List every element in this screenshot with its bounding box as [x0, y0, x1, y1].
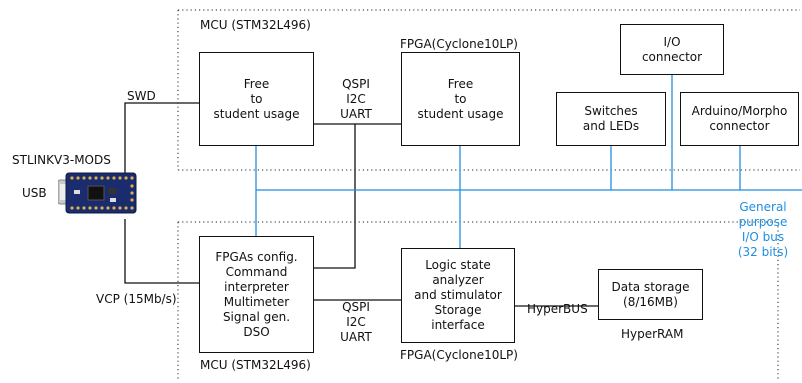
bottom-region-border [177, 221, 779, 380]
data-storage-box: Data storage (8/16MB) [598, 269, 703, 320]
bus-top-label: QSPI I2C UART [340, 77, 372, 121]
fpga-bottom-title: FPGA(Cyclone10LP) [400, 348, 518, 362]
mcu-bottom-title: MCU (STM32L496) [200, 358, 311, 372]
vcp-label: VCP (15Mb/s) [96, 292, 177, 306]
fpga-top-title: FPGA(Cyclone10LP) [400, 37, 518, 51]
stlink-label: STLINKV3-MODS [12, 153, 111, 167]
top-region-border [177, 9, 800, 171]
mcu-bottom-box: FPGAs config. Command interpreter Multim… [199, 236, 314, 353]
hyperram-label: HyperRAM [621, 327, 684, 341]
mcu-top-box: Free to student usage [199, 52, 314, 146]
bus-bottom-label: QSPI I2C UART [340, 300, 372, 344]
mcu-top-title: MCU (STM32L496) [200, 18, 311, 32]
inter-board-link [314, 124, 356, 269]
arduino-connector-box: Arduino/Morpho connector [680, 92, 799, 146]
vcp-wire [124, 219, 199, 284]
gpio-bus-label: General purpose I/O bus (32 bits) [737, 200, 789, 259]
switches-leds-box: Switches and LEDs [556, 92, 666, 146]
io-connector-box: I/O connector [620, 24, 724, 75]
stlink-board-image [58, 172, 137, 214]
fpga-bottom-box: Logic state analyzer and stimulator Stor… [401, 248, 515, 343]
swd-label: SWD [127, 89, 156, 103]
swd-wire [124, 102, 199, 173]
usb-label: USB [22, 186, 47, 200]
gpio-bus [255, 75, 802, 248]
fpga-top-box: Free to student usage [401, 52, 520, 146]
hyperbus-label: HyperBUS [527, 302, 588, 316]
